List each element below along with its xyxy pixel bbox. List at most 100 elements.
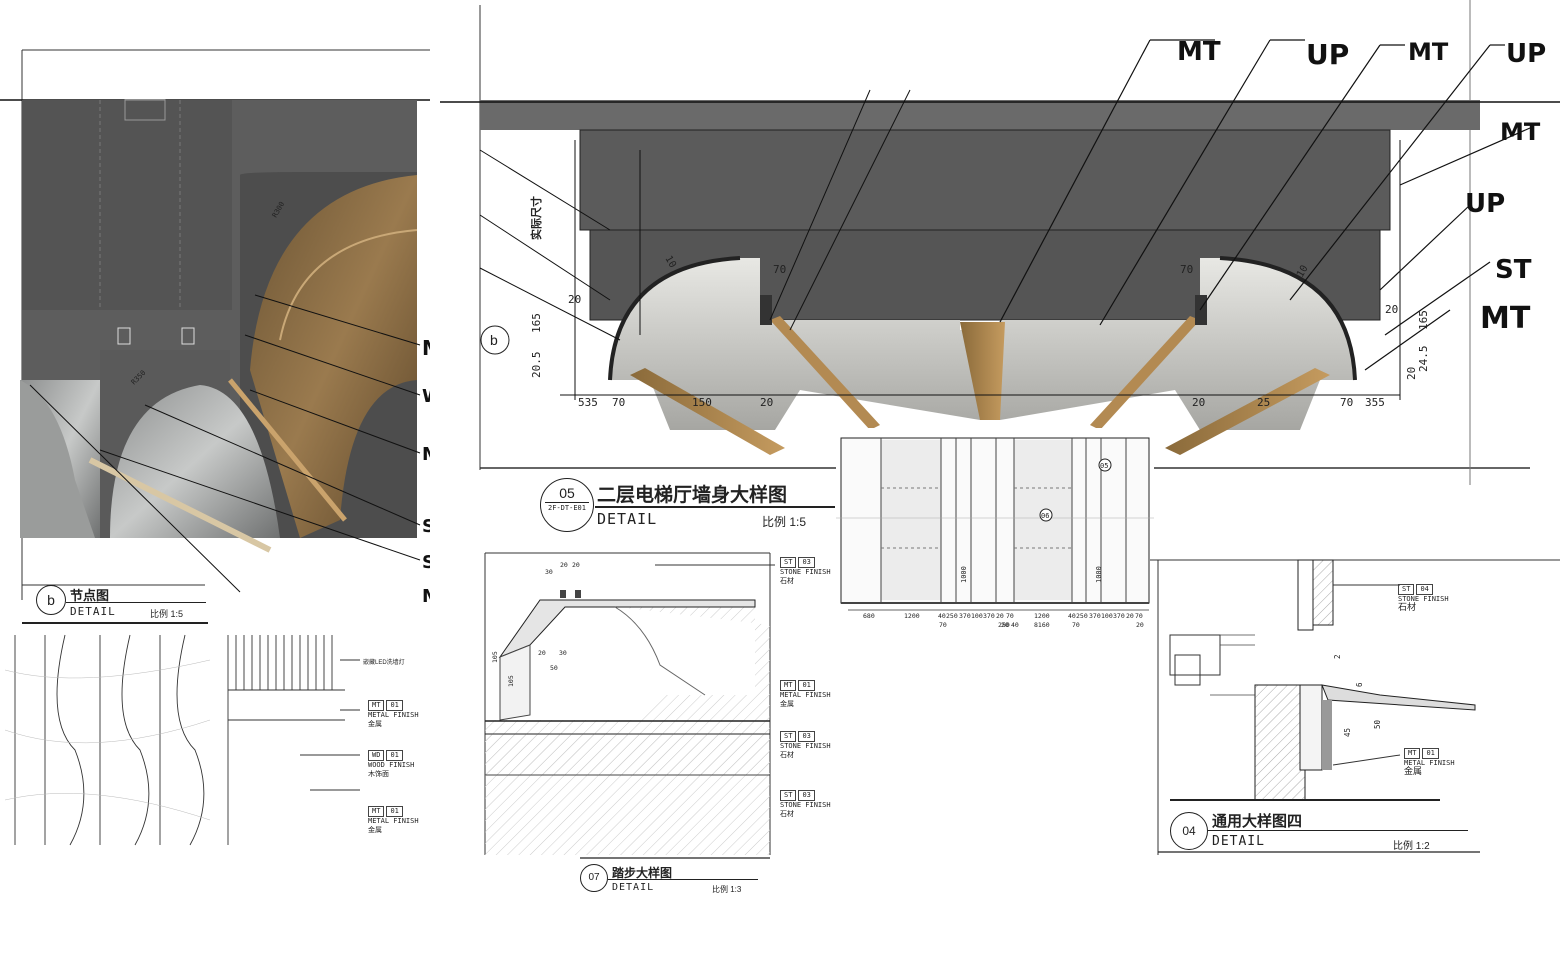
dim-inner-70-left: 70 (773, 263, 786, 276)
detail-b-number: b (47, 592, 55, 608)
elev-dim-r1-1: 1200 (904, 612, 920, 620)
callout-st-2: ST (422, 552, 430, 573)
elev-dim-r1-14: 370 (1113, 612, 1125, 620)
detail-05-number: 05 (559, 485, 575, 501)
detail-05-title-underline (595, 506, 835, 508)
d04-dim-6: 6 (1355, 682, 1364, 687)
elev-dim-r1-8: 70 (1006, 612, 1014, 620)
detail-04-tag1-num: 04 (1416, 584, 1433, 595)
detail-04-title: 通用大样图四 (1212, 813, 1303, 830)
detail-07-tag2-cn: 金属 (780, 700, 794, 708)
callout-top-up-2: UP (1506, 39, 1546, 69)
led-note: 嵌藏LED洗墙灯 (363, 658, 405, 666)
d04-dim-45: 45 (1343, 728, 1352, 737)
elev-dim-r1-15: 20 (1126, 612, 1134, 620)
detail-07-tag3-en: STONE FINISH (780, 742, 831, 750)
elev-dim-r1-11: 250 (1076, 612, 1088, 620)
detail-05-drawing: MT UP MT UP MT UP ST MT 实际尺寸 b 535 70 15… (440, 0, 1560, 485)
lower-left-tag-mt2-code: MT (368, 806, 385, 817)
detail-05-title: 二层电梯厅墙身大样图 (597, 485, 788, 506)
elev-dim-r1-7: 20 (996, 612, 1004, 620)
detail-07-tag4-en: STONE FINISH (780, 801, 831, 809)
callout-top-mt-1: MT (1177, 37, 1221, 67)
callout-mt-3: MT (422, 586, 430, 607)
detail-07-panel: 30 20 20 20 30 50 105 105 (455, 545, 785, 865)
detail-04-tag2-en: METAL FINISH (1404, 759, 1455, 767)
elev-dim-r1-16: 70 (1135, 612, 1143, 620)
dim-right-245: 24.5 (1417, 346, 1430, 373)
detail-04-tag2-num: 01 (1422, 748, 1439, 759)
detail-04-tag1-cn: 石材 (1398, 603, 1417, 613)
detail-07-tag2-en: METAL FINISH (780, 691, 831, 699)
detail-04-number-circle: 04 (1170, 812, 1208, 850)
elev-dim-r1-3: 250 (946, 612, 958, 620)
elev-dim-r1-5: 100 (971, 612, 983, 620)
step-dim-105a: 105 (491, 651, 499, 663)
step-dim-30a: 30 (545, 568, 553, 576)
detail-07-tag3-cn: 石材 (780, 751, 794, 759)
lower-left-tag-mt2-cn: 金属 (368, 826, 382, 834)
detail-07-title-underline (608, 879, 758, 880)
elev-dim-r2-0: 70 (939, 621, 947, 629)
lower-left-tag-wd-cn: 木饰面 (368, 770, 389, 778)
step-dim-20a: 20 (560, 561, 568, 569)
callout-mt-2: MT (422, 444, 430, 465)
elevation-marker-06: 06 (1041, 512, 1049, 520)
lower-left-tag-wd-en: WOOD FINISH (368, 761, 415, 769)
note-actual-size: 实际尺寸 (529, 196, 543, 240)
lower-left-tag-wd-code: WD (368, 750, 385, 761)
lower-left-tag-wd-num: 01 (386, 750, 403, 761)
elev-dim-r1-0: 680 (863, 612, 875, 620)
callout-right-st: ST (1495, 255, 1532, 285)
elev-dim-r1-4: 370 (959, 612, 971, 620)
detail-04-number: 04 (1182, 824, 1196, 838)
detail-05-subtitle: DETAIL (597, 510, 658, 528)
detail-04-tag1-code: ST (1398, 584, 1415, 595)
dim-left-20: 20 (568, 293, 581, 306)
detail-07-tag1-cn: 石材 (780, 577, 794, 585)
detail-07-tag1-num: 03 (798, 557, 815, 568)
detail-07-tag3-num: 03 (798, 731, 815, 742)
detail-04-scale: 比例 1:2 (1393, 841, 1430, 852)
detail-b-number-circle: b (36, 585, 66, 615)
detail-b-scale: 比例 1:5 (150, 609, 184, 619)
step-dim-20c: 20 (538, 649, 546, 657)
elev-dim-r1-13: 100 (1101, 612, 1113, 620)
detail-07-drawing: 30 20 20 20 30 50 105 105 (484, 552, 775, 859)
dim-right-165: 165 (1417, 310, 1430, 330)
callout-right-mt-2: MT (1480, 301, 1531, 336)
dim-bottom-70-left: 70 (612, 396, 625, 409)
detail-07-subtitle: DETAIL (612, 882, 655, 893)
dims-bottom: 535 70 150 20 20 25 70 355 (578, 396, 1385, 409)
lower-left-tag-mt-num: 01 (386, 700, 403, 711)
elev-dim-r2-2: 250 (998, 621, 1010, 629)
elev-dim-r2-6: 20 (1136, 621, 1144, 629)
elevation-panel: 05 06 1000 1000 680 1200 40 250 370 100 … (836, 428, 1154, 633)
elevation-height-2: 1000 (1095, 566, 1103, 583)
section-marker-b: b (490, 332, 498, 348)
detail-07-title: 踏步大样图 (612, 866, 673, 880)
lower-left-tag-mt-cn: 金属 (368, 720, 382, 728)
detail-04-subtitle: DETAIL (1212, 834, 1265, 849)
callout-st-1: ST (422, 516, 430, 537)
detail-05-sheet-ref: 2F-DT-E01 (548, 504, 586, 512)
detail-lower-left-panel: 嵌藏LED洗墙灯 (0, 630, 440, 850)
detail-07-tag4-cn: 石材 (780, 810, 794, 818)
elev-dim-r1-12: 370 (1089, 612, 1101, 620)
dim-bottom-150: 150 (692, 396, 712, 409)
elev-dim-r2-1: 20 (1001, 621, 1009, 629)
lower-left-tag-mt-code: MT (368, 700, 385, 711)
d04-dim-2: 2 (1333, 654, 1342, 659)
dim-inner-70-right: 70 (1180, 263, 1193, 276)
elev-dim-r2-5: 70 (1072, 621, 1080, 629)
detail-b-panel: R300 R350 MT WD MT ST ST MT (0, 40, 430, 640)
elevation-dims-row1: 680 1200 40 250 370 100 370 20 70 1200 4… (863, 612, 1143, 620)
step-dim-20b: 20 (572, 561, 580, 569)
detail-05-scale: 比例 1:5 (762, 515, 807, 529)
